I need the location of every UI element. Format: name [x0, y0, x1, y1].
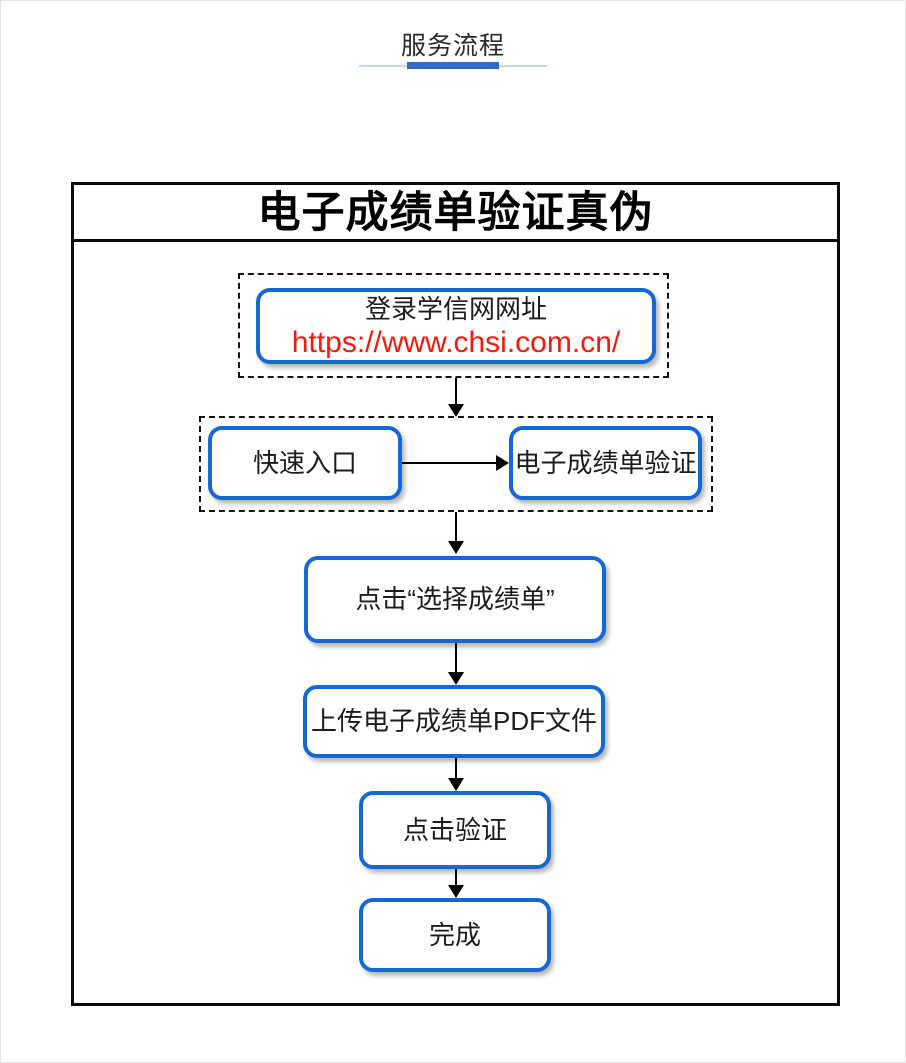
- title-underline: [359, 62, 547, 69]
- arrow-down-icon: [448, 643, 464, 685]
- node-select-transcript: 点击“选择成绩单”: [304, 556, 606, 643]
- login-label: 登录学信网网址: [364, 294, 547, 324]
- arrow-shaft: [402, 462, 499, 464]
- flowchart-panel: 电子成绩单验证真伪 登录学信网网址 https://www.chsi.com.c…: [71, 182, 840, 1006]
- arrow-shaft: [455, 758, 457, 781]
- upload-pdf-label: 上传电子成绩单PDF文件: [310, 706, 597, 736]
- node-login-chsi: 登录学信网网址 https://www.chsi.com.cn/: [256, 288, 656, 364]
- arrow-shaft: [455, 869, 457, 888]
- step-group-entry: [199, 416, 713, 512]
- underline-accent-bar: [407, 62, 499, 69]
- arrow-down-icon: [448, 378, 464, 417]
- select-transcript-label: 点击“选择成绩单”: [355, 584, 555, 614]
- arrow-down-icon: [448, 869, 464, 898]
- verify-entry-label: 电子成绩单验证: [514, 447, 697, 478]
- section-title: 服务流程: [400, 32, 505, 60]
- arrow-shaft: [455, 512, 457, 544]
- node-upload-pdf: 上传电子成绩单PDF文件: [303, 685, 605, 758]
- arrow-down-icon: [448, 512, 464, 554]
- arrow-shaft: [455, 643, 457, 675]
- done-label: 完成: [428, 919, 481, 950]
- click-verify-label: 点击验证: [402, 814, 507, 845]
- node-click-verify: 点击验证: [359, 791, 551, 869]
- node-done: 完成: [359, 898, 551, 972]
- node-quick-entry: 快速入口: [208, 426, 402, 500]
- quick-entry-label: 快速入口: [252, 447, 357, 478]
- arrow-shaft: [455, 378, 457, 407]
- flowchart-title: 电子成绩单验证真伪: [74, 185, 837, 242]
- chsi-url-text: https://www.chsi.com.cn/: [291, 326, 621, 359]
- arrow-right-icon: [402, 455, 509, 471]
- step-group-login: [238, 273, 669, 378]
- arrow-down-icon: [448, 758, 464, 791]
- node-verify-entry: 电子成绩单验证: [509, 426, 702, 500]
